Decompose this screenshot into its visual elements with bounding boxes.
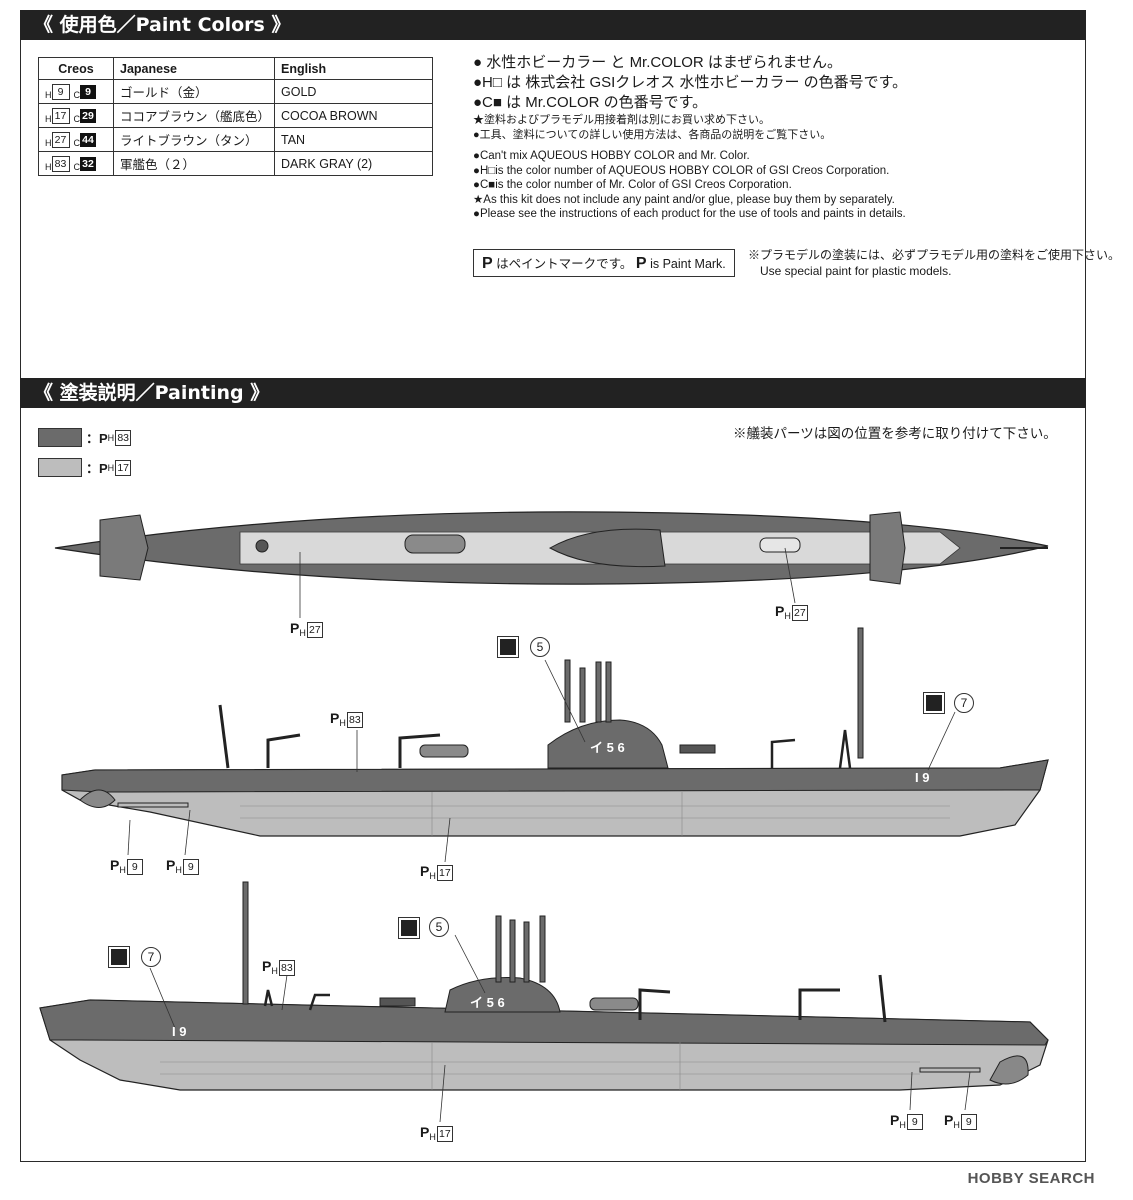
bow-marking: I 9 [915,770,930,785]
note-buy-separately-jp: ★塗料およびプラモデル用接着剤は別にお買い求め下さい。 [473,114,770,126]
legend-label: ：P [86,431,108,446]
english-name: GOLD [274,79,433,104]
note-hobby-color-en: ●H□is the color number of AQUEOUS HOBBY … [473,164,890,177]
legend-label: ：P [86,461,108,476]
note-instructions-en: ●Please see the instructions of each pro… [473,208,906,220]
english-name: DARK GRAY (2) [274,151,433,176]
note-mixing-en: ●Can't mix AQUEOUS HOBBY COLOR and Mr. C… [473,150,750,162]
decal-number: 7 [954,693,974,713]
decal-number: 5 [530,637,550,657]
legend-code: 17 [115,459,132,476]
paint-mark-legend: P はペイントマークです。 P is Paint Mark. [473,249,735,277]
swatch-dark-gray [38,428,82,447]
tower-marking: イ 5 6 [470,995,505,1010]
japanese-name: ライトブラウン（タン） [113,127,275,152]
note-buy-separately-en: ★As this kit does not include any paint … [473,193,895,206]
decal-icon [398,917,420,939]
paint-colors-header: 《 使用色／Paint Colors 》 [20,10,1086,40]
paint-mark-icon: P [482,255,493,272]
paint-notes: ● 水性ホビーカラー と Mr.COLOR はまぜられません。 ●H□ は 株式… [473,53,1083,222]
decal-number: 5 [429,917,449,937]
hobby-color-number: 83 [51,155,70,172]
decal-number: 7 [141,947,161,967]
mr-color-number: 9 [80,84,96,99]
mr-color-number: 44 [80,132,96,147]
note-mr-color-en: ●C■is the color number of Mr. Color of G… [473,179,792,191]
decal-icon [923,692,945,714]
legend-sub: H [107,462,115,473]
paint-mark-en: is Paint Mark. [650,257,726,271]
japanese-name: ココアブラウン（艦底色） [113,103,275,128]
c-prefix: C [73,137,81,148]
painting-header: 《 塗装説明／Painting 》 [20,378,1086,408]
decal-icon [497,636,519,658]
plastic-note-en: Use special paint for plastic models. [760,264,952,278]
h-prefix: H [45,89,52,100]
watermark: HOBBY SEARCH [967,1170,1095,1187]
legend-sub: H [107,432,115,443]
decal-icon [108,946,130,968]
legend-code: 83 [115,429,132,446]
paint-mark-jp: はペイントマークです。 [496,257,633,271]
column-header-creos: Creos [38,57,114,80]
plastic-note-jp: ※プラモデルの塗装には、必ずプラモデル用の塗料をご使用下さい。 [748,248,1121,262]
tower-marking: イ 5 6 [590,740,625,755]
h-prefix: H [45,113,52,124]
paint-mark-icon: P [635,255,647,272]
mr-color-number: 29 [80,108,96,123]
h-prefix: H [45,137,52,148]
side-view-port [39,881,1049,1091]
fitting-note: ※艤装パーツは図の位置を参考に取り付けて下さい。 [733,426,1057,441]
plastic-paint-note: ※プラモデルの塗装には、必ずプラモデル用の塗料をご使用下さい。 Use spec… [748,247,1120,279]
c-prefix: C [73,89,81,100]
note-instructions-jp: ●工具、塗料についての詳しい使用方法は、各商品の説明をご覧下さい。 [473,129,832,141]
hobby-color-number: 9 [51,83,70,100]
note-mixing: ● 水性ホビーカラー と Mr.COLOR はまぜられません。 [473,54,843,71]
bow-marking: I 9 [172,1024,187,1039]
swatch-light-gray [38,458,82,477]
h-prefix: H [45,161,52,172]
note-hobby-color: ●H□ は 株式会社 GSIクレオス 水性ホビーカラー の色番号です。 [473,74,908,91]
top-view-submarine [54,511,1049,585]
hobby-color-number: 17 [51,107,70,124]
side-view-starboard [61,627,1049,837]
c-prefix: C [73,113,81,124]
note-mr-color: ●C■ は Mr.COLOR の色番号です。 [473,94,708,111]
c-prefix: C [73,161,81,172]
hobby-color-number: 27 [51,131,70,148]
japanese-name: 軍艦色（２） [113,151,275,176]
table-header-row: Creos Japanese English [38,57,433,80]
mr-color-number: 32 [80,156,96,171]
